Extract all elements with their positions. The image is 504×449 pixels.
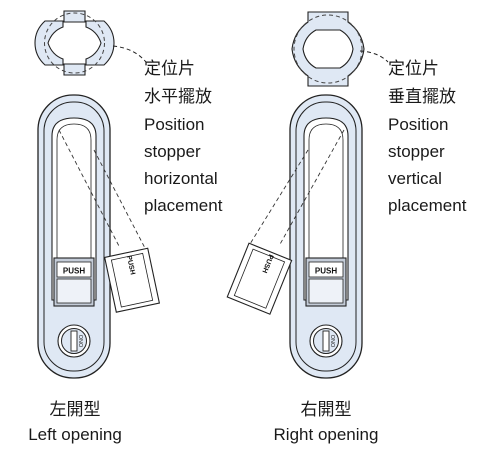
left-caption-en: Left opening — [28, 425, 122, 444]
right-lock-label: ONO — [329, 335, 335, 348]
right-desc-line-2: stopper — [388, 142, 445, 161]
left-stopper-disc — [34, 10, 115, 76]
left-handle-body: PUSH ONO — [37, 94, 147, 379]
left-opened-handle: PUSH — [104, 247, 161, 313]
right-stopper-disc — [291, 11, 365, 87]
right-opened-handle: PUSH — [226, 242, 293, 315]
left-stopper-label: 定位片 — [144, 55, 195, 82]
right-orientation-zh: 垂直擺放 — [388, 87, 456, 106]
left-desc-line-4: placement — [144, 196, 223, 215]
right-desc-line-4: placement — [388, 196, 467, 215]
left-caption-zh: 左開型 — [49, 400, 101, 419]
right-stopper-label-zh: 定位片 — [388, 59, 439, 78]
left-desc-line-1: Position — [144, 115, 205, 134]
left-desc-line-2: stopper — [144, 142, 201, 161]
left-opened-push-label: PUSH — [125, 255, 136, 275]
right-desc-line-1: Position — [388, 115, 449, 134]
left-desc-line-3: horizontal — [144, 169, 218, 188]
left-push-label: PUSH — [63, 267, 85, 276]
left-stopper-label-zh: 定位片 — [144, 59, 195, 78]
left-stopper-leader — [112, 45, 147, 63]
right-push-label: PUSH — [315, 267, 337, 276]
left-orientation-zh: 水平擺放 — [144, 87, 212, 106]
right-caption-en: Right opening — [273, 425, 379, 444]
right-caption-zh: 右開型 — [300, 400, 352, 419]
right-desc-line-3: vertical — [388, 169, 442, 188]
left-lock-label: ONO — [77, 335, 83, 348]
right-handle-body: PUSH ONO — [249, 94, 363, 379]
right-stopper-leader — [359, 50, 389, 63]
